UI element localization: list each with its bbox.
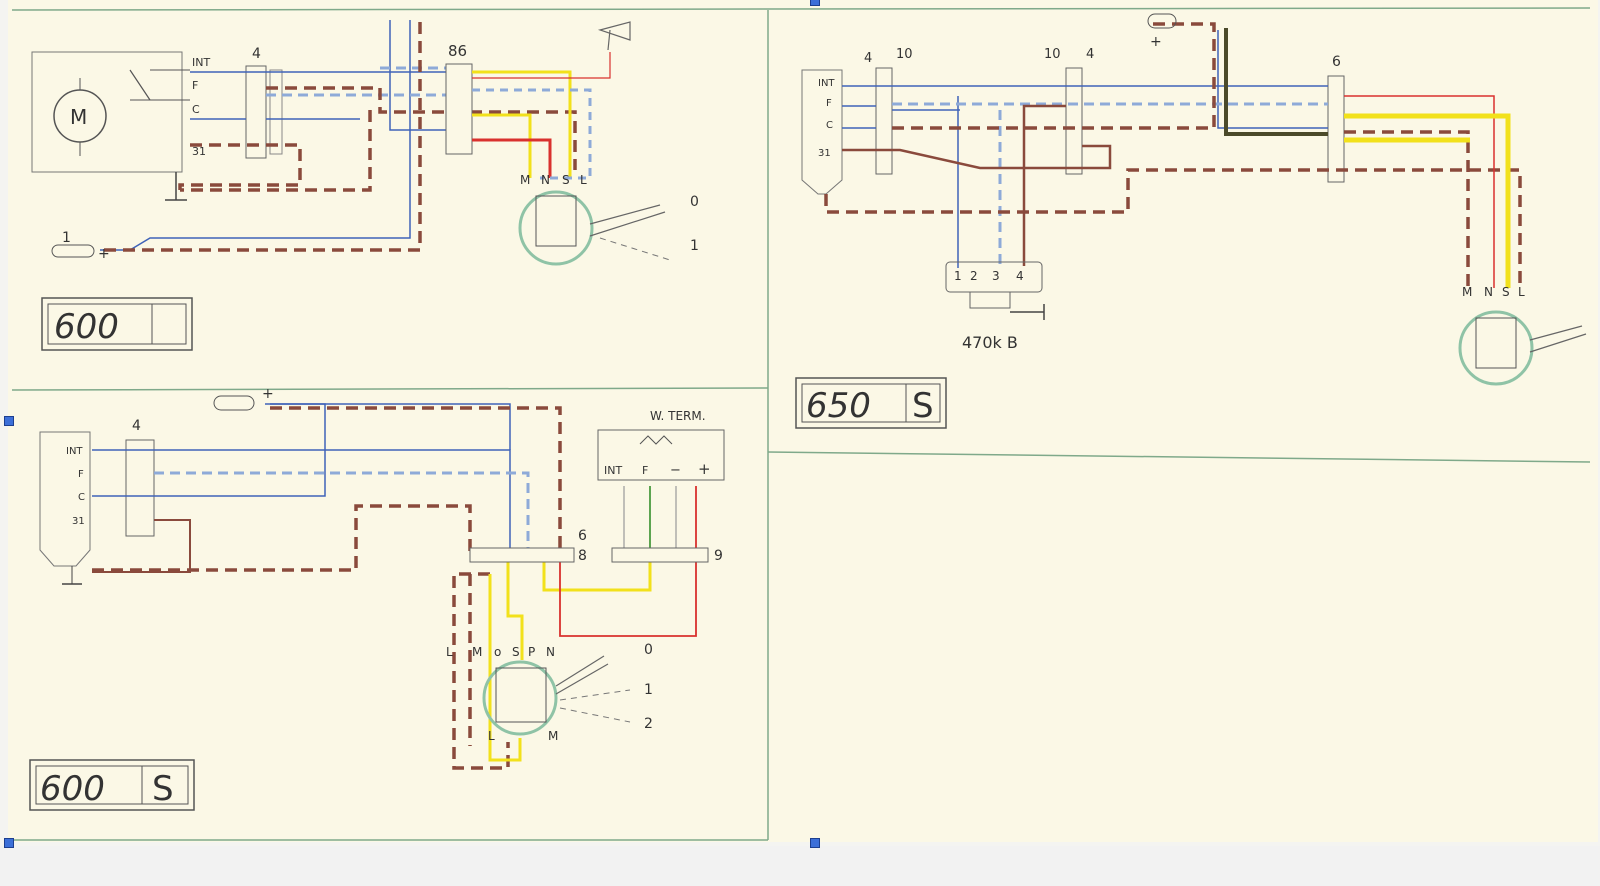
svg-text:4: 4 <box>1086 47 1094 62</box>
position-1: 1 <box>690 238 699 254</box>
connector-block-4 <box>245 65 267 159</box>
svg-text:F: F <box>642 464 648 477</box>
svg-text:4: 4 <box>864 51 872 66</box>
svg-text:31: 31 <box>818 148 831 159</box>
svg-text:1: 1 <box>954 269 962 283</box>
svg-text:S: S <box>912 386 934 426</box>
svg-text:N: N <box>1484 285 1493 299</box>
switch-terminal-l: L <box>580 173 587 187</box>
panel-600: M INT F C 31 4 <box>31 20 699 351</box>
connector-block-9 <box>611 547 709 563</box>
svg-text:C: C <box>826 120 833 131</box>
resize-handle-left[interactable] <box>4 416 14 426</box>
battery-terminal: 1 + <box>51 230 110 262</box>
terminal-c: C <box>192 103 200 116</box>
panel-650s: INT F C 31 4 10 10 4 6 <box>795 13 1587 429</box>
svg-text:o: o <box>494 645 501 659</box>
wiper-terminal-box <box>597 429 725 481</box>
svg-text:+: + <box>262 386 274 402</box>
svg-text:6: 6 <box>578 528 587 544</box>
svg-text:+: + <box>98 246 110 262</box>
svg-text:4: 4 <box>1016 269 1024 283</box>
svg-text:M: M <box>1462 285 1472 299</box>
wterm-title: W. TERM. <box>650 409 706 423</box>
svg-text:2: 2 <box>970 269 978 283</box>
svg-text:M: M <box>548 729 558 743</box>
motor-housing-600s <box>39 431 91 567</box>
svg-text:8: 8 <box>578 548 587 564</box>
terminal-31: 31 <box>192 145 206 158</box>
relay-470k-label: 470k B <box>962 333 1018 352</box>
connector-block-4-600s <box>125 439 155 537</box>
position-0: 0 <box>690 194 699 210</box>
svg-text:L: L <box>446 645 453 659</box>
svg-text:INT: INT <box>66 446 83 457</box>
terminal-int: INT <box>192 56 210 69</box>
horn-icon <box>597 21 631 51</box>
svg-text:650: 650 <box>806 386 871 426</box>
svg-text:0: 0 <box>644 642 653 658</box>
svg-text:F: F <box>78 469 84 480</box>
relay-470k: 1 2 3 4 470k B <box>945 261 1045 352</box>
svg-text:F: F <box>826 98 832 109</box>
svg-text:S: S <box>512 645 520 659</box>
svg-text:3: 3 <box>992 269 1000 283</box>
battery-terminal-600s: + <box>213 386 274 411</box>
battery-terminal-650: + <box>1147 13 1177 50</box>
model-badge-600s: 600 S <box>29 759 195 811</box>
canvas-bottom-strip <box>0 846 1600 886</box>
svg-text:600: 600 <box>40 769 105 809</box>
svg-text:10: 10 <box>896 47 913 62</box>
model-badge-650s: 650 S <box>795 377 947 429</box>
svg-text:+: + <box>698 460 711 478</box>
svg-text:+: + <box>1150 34 1162 50</box>
svg-text:C: C <box>78 492 85 503</box>
motor-label: M <box>70 105 87 129</box>
switch-terminal-s: S <box>562 173 570 187</box>
ground-symbol <box>165 172 187 201</box>
svg-text:1: 1 <box>62 230 71 246</box>
svg-text:N: N <box>546 645 555 659</box>
connector-block-6 <box>1327 75 1345 183</box>
connector-block-86 <box>445 63 473 155</box>
svg-text:L: L <box>1518 285 1525 299</box>
wiper-switch-650s <box>1458 310 1534 386</box>
connector-block-4-10 <box>875 67 893 175</box>
svg-text:INT: INT <box>604 464 622 477</box>
svg-text:−: − <box>670 463 681 478</box>
svg-text:M: M <box>472 645 482 659</box>
svg-text:1: 1 <box>644 682 653 698</box>
svg-text:L: L <box>488 729 495 743</box>
terminal-f: F <box>192 79 198 92</box>
svg-text:600: 600 <box>54 307 119 347</box>
wiper-switch-600s <box>482 660 558 736</box>
connector-4-label: 4 <box>252 46 261 62</box>
panel-600s: INT F C 31 4 <box>29 386 725 811</box>
motor-housing <box>31 51 183 173</box>
svg-text:INT: INT <box>818 78 835 89</box>
panel-borders <box>11 7 1591 841</box>
switch-terminal-n: N <box>541 173 550 187</box>
svg-text:31: 31 <box>72 516 85 527</box>
resize-handle-top[interactable] <box>810 0 820 6</box>
connector-86-label: 86 <box>448 42 467 60</box>
svg-text:P: P <box>528 645 535 659</box>
svg-text:S: S <box>1502 285 1510 299</box>
svg-text:4: 4 <box>132 418 141 434</box>
svg-text:10: 10 <box>1044 47 1061 62</box>
model-badge-600: 600 <box>41 297 193 351</box>
wiper-switch-600 <box>518 190 594 266</box>
connector-block-6-8 <box>469 547 575 563</box>
svg-text:2: 2 <box>644 716 653 732</box>
svg-text:6: 6 <box>1332 54 1341 70</box>
svg-text:9: 9 <box>714 548 723 564</box>
resize-handle-bottom-left[interactable] <box>4 838 14 848</box>
resize-handle-bottom[interactable] <box>810 838 820 848</box>
svg-text:S: S <box>152 769 174 809</box>
connector-block-10-4 <box>1065 67 1083 175</box>
switch-terminal-m: M <box>520 173 530 187</box>
